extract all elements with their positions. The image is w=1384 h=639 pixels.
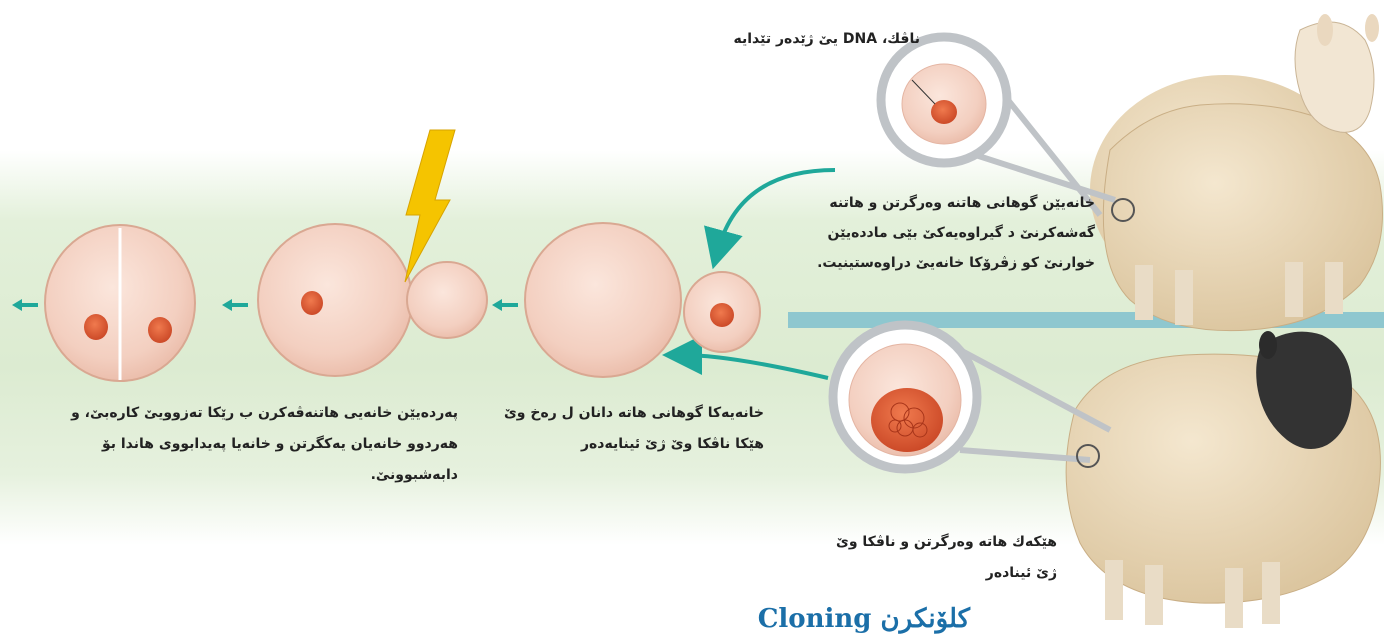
electric-fusion-cells [258,224,487,376]
arrow-left-icon [492,299,518,311]
sheep-egg-donor-illustration [1066,331,1380,628]
nucleus-label: ناڤك، DNA يێ ژێدەر تێدایە [620,31,920,47]
egg-description: هێكەك هاتە وەرگرتن و ناڤكا وێ ژێ ئینادەر [835,527,1057,589]
division-description: پەردەیێن خانەیی هاتنەڤەكرن ب رێكا تەزووی… [58,398,458,491]
fusion-stage-cells [525,223,760,377]
diagram-title: كلۆنكرن Cloning [570,604,970,634]
fusion-description: خانەیەكا گوهانی هاتە دانان ل رەخ وێ هێكا… [502,398,764,460]
body-cell-description: خانەیێن گوهانی هاتنە وەرگرتن و هاتنە گەش… [780,188,1095,278]
arrow-left-icon [12,299,38,311]
dividing-cell [45,225,195,381]
lightning-icon [405,130,455,282]
arrow-left-icon [222,299,248,311]
sheep-donor-illustration [1090,14,1383,331]
arrow-egg-to-fusion [682,355,828,378]
